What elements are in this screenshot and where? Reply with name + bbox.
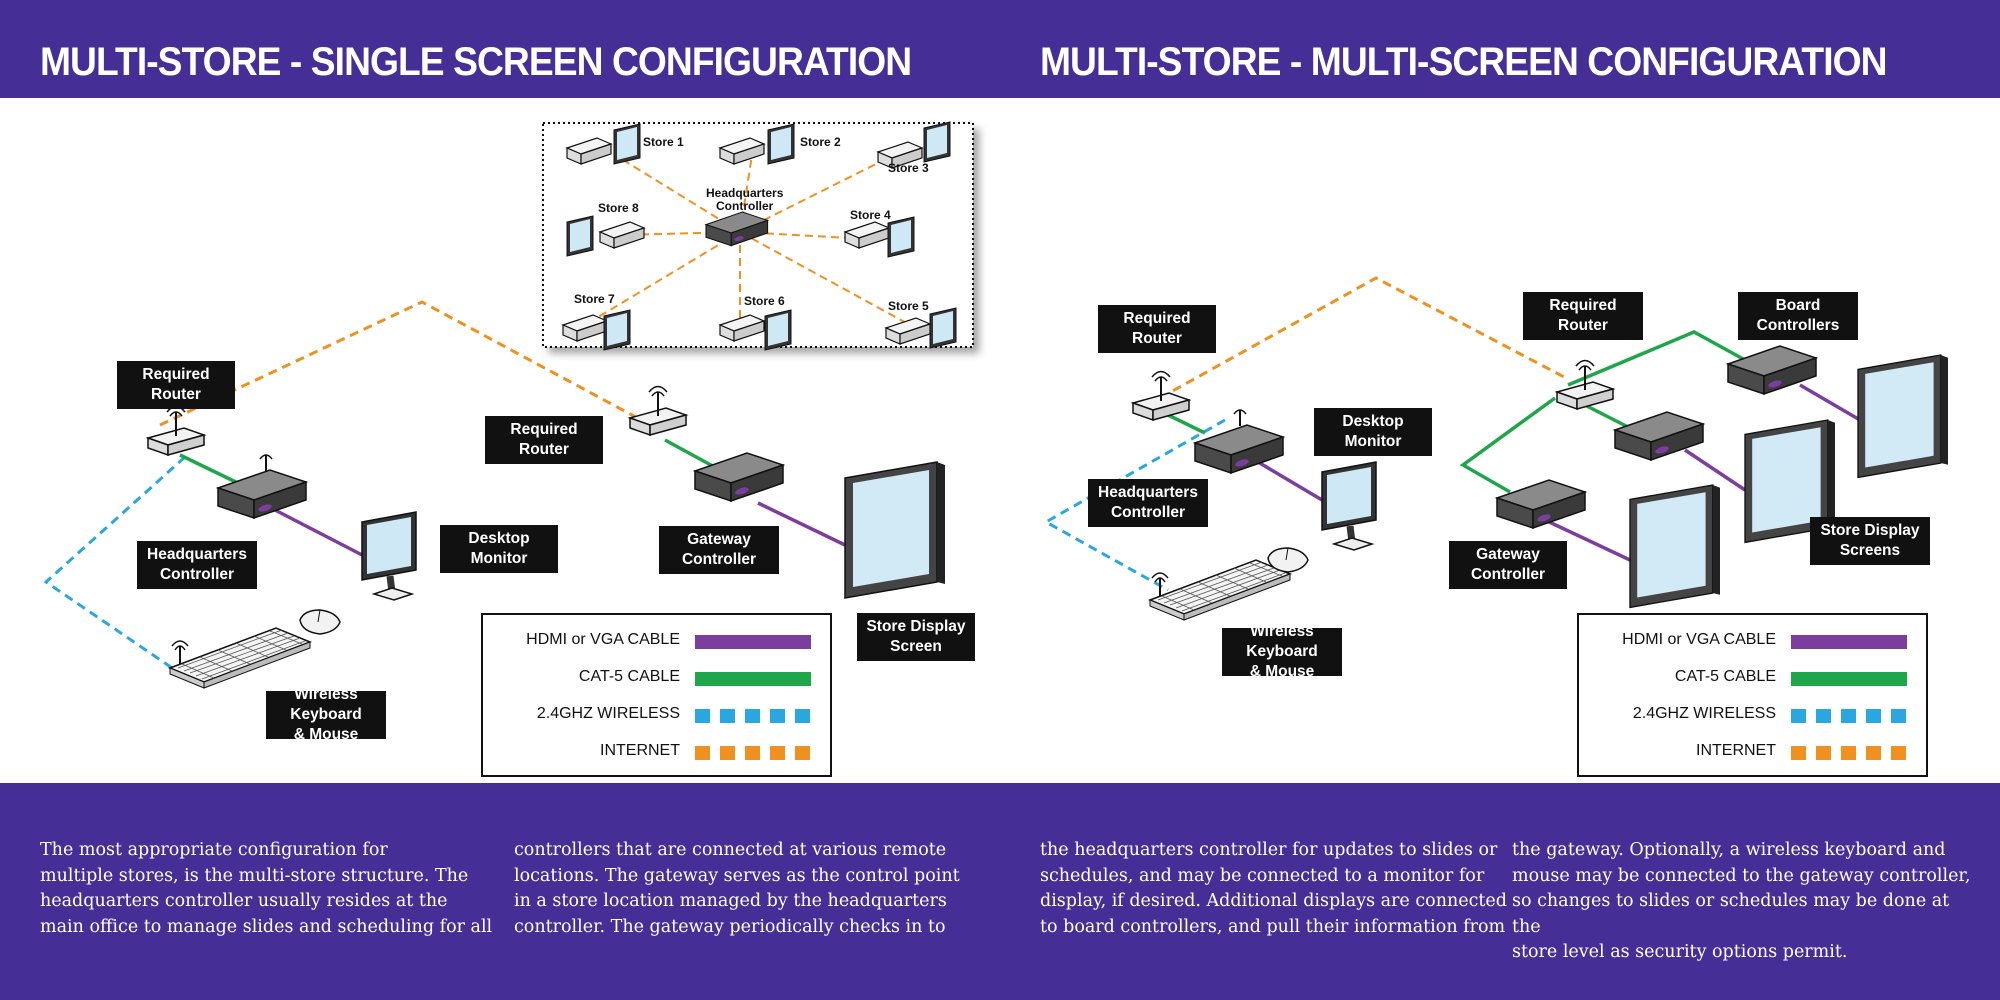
left-panel-title: MULTI-STORE - SINGLE SCREEN CONFIGURATIO… bbox=[40, 40, 912, 84]
store-network-inset bbox=[542, 121, 974, 351]
header-band bbox=[0, 0, 2000, 98]
legend-row: INTERNET bbox=[1579, 737, 1926, 767]
label-board-controllers: Board Controllers bbox=[1738, 292, 1858, 340]
keyboard-device-right bbox=[1149, 559, 1291, 621]
legend-label: CAT-5 CABLE bbox=[578, 668, 680, 685]
internet-line-left bbox=[159, 300, 646, 427]
mouse-device bbox=[299, 609, 341, 635]
legend-label: 2.4GHZ WIRELESS bbox=[536, 705, 680, 722]
inset-store-8-label: Store 8 bbox=[598, 201, 639, 215]
right-connection-lines bbox=[1042, 276, 1861, 592]
hdmi-line-gateway-screen-right bbox=[1544, 518, 1631, 562]
label-keyboard-mouse-right: Wireless Keyboard & Mouse bbox=[1222, 623, 1342, 680]
store-screen-bottom-device bbox=[1629, 484, 1721, 609]
label-router-right: Required Router bbox=[485, 416, 603, 464]
legend-row: CAT-5 CABLE bbox=[1579, 663, 1926, 693]
legend-row: HDMI or VGA CABLE bbox=[1579, 626, 1926, 656]
wireless-swatch bbox=[1791, 709, 1907, 723]
legend-row: CAT-5 CABLE bbox=[483, 663, 830, 693]
cat5-line-board-top bbox=[1567, 330, 1746, 387]
label-router-hq-right: Required Router bbox=[1098, 305, 1216, 353]
inset-store-6-label: Store 6 bbox=[744, 294, 785, 308]
internet-swatch bbox=[1791, 746, 1907, 760]
gateway-controller-device bbox=[694, 452, 784, 502]
paragraph-1: The most appropriate configuration for m… bbox=[40, 840, 493, 937]
hq-router-antenna bbox=[259, 454, 273, 472]
legend-label: INTERNET bbox=[600, 742, 680, 759]
desktop-monitor-device-right bbox=[1322, 462, 1376, 550]
label-router-store-right: Required Router bbox=[1523, 292, 1643, 340]
cat5-line-hq-right bbox=[1167, 413, 1206, 435]
internet-line-right bbox=[1159, 276, 1567, 400]
wireless-line-right bbox=[1042, 418, 1226, 592]
hdmi-line-gateway-screen bbox=[757, 501, 846, 547]
legend-row: INTERNET bbox=[483, 737, 830, 767]
label-hq-controller-right: Headquarters Controller bbox=[1088, 479, 1208, 527]
legend-right: HDMI or VGA CABLE CAT-5 CABLE 2.4GHZ WIR… bbox=[1577, 613, 1928, 777]
network-diagram bbox=[43, 121, 1949, 689]
wireless-line-left bbox=[43, 455, 187, 674]
cat5-swatch bbox=[695, 672, 811, 686]
hq-controller-device-right bbox=[1194, 424, 1284, 474]
inset-store-2-label: Store 2 bbox=[800, 135, 841, 149]
hdmi-line-board-mid bbox=[1684, 448, 1746, 492]
store-display-device bbox=[844, 461, 946, 599]
legend-row: 2.4GHZ WIRELESS bbox=[1579, 700, 1926, 730]
inset-store-7-label: Store 7 bbox=[574, 292, 615, 306]
label-gateway-controller: Gateway Controller bbox=[659, 526, 779, 574]
wireless-swatch bbox=[695, 709, 811, 723]
legend-label: 2.4GHZ WIRELESS bbox=[1632, 705, 1776, 722]
inset-store-5-label: Store 5 bbox=[888, 299, 929, 313]
paragraph-3: the headquarters controller for updates … bbox=[1040, 840, 1507, 937]
paragraph-4: the gateway. Optionally, a wireless keyb… bbox=[1512, 840, 1971, 962]
paragraph-2: controllers that are connected at variou… bbox=[514, 840, 960, 937]
legend-row: HDMI or VGA CABLE bbox=[483, 626, 830, 656]
hdmi-line-board-top bbox=[1799, 383, 1861, 422]
router-right-device bbox=[629, 385, 687, 436]
hdmi-swatch bbox=[695, 635, 811, 649]
mouse-device-right bbox=[1267, 547, 1309, 573]
hdmi-line-hq-monitor bbox=[274, 508, 367, 559]
hdmi-line-hq-monitor-right bbox=[1257, 460, 1323, 502]
cat5-line-gateway-right bbox=[1459, 396, 1557, 494]
hq-antenna-right bbox=[1233, 409, 1247, 426]
hq-controller-device bbox=[217, 469, 307, 519]
label-router-left: Required Router bbox=[117, 361, 235, 409]
label-desktop-monitor: Desktop Monitor bbox=[440, 525, 558, 573]
keyboard-device bbox=[169, 627, 311, 689]
store-screen-top-device bbox=[1857, 354, 1949, 479]
legend-label: HDMI or VGA CABLE bbox=[526, 631, 680, 648]
label-gateway-controller-right: Gateway Controller bbox=[1449, 541, 1567, 589]
cat5-swatch bbox=[1791, 672, 1907, 686]
internet-swatch bbox=[695, 746, 811, 760]
inset-store-4-label: Store 4 bbox=[850, 208, 891, 222]
label-keyboard-mouse: Wireless Keyboard & Mouse bbox=[266, 686, 386, 743]
inset-hq-label: Headquarters Controller bbox=[706, 186, 784, 213]
inset-store-1-label: Store 1 bbox=[643, 135, 684, 149]
label-hq-controller: Headquarters Controller bbox=[137, 541, 257, 589]
legend-label: INTERNET bbox=[1696, 742, 1776, 759]
label-desktop-monitor-right: Desktop Monitor bbox=[1314, 408, 1432, 456]
footer-band bbox=[0, 783, 2000, 1000]
legend-row: 2.4GHZ WIRELESS bbox=[483, 700, 830, 730]
label-store-display: Store Display Screen bbox=[857, 613, 975, 661]
router-left-device bbox=[147, 405, 205, 456]
router-hq-device-right bbox=[1132, 370, 1190, 421]
legend-left: HDMI or VGA CABLE CAT-5 CABLE 2.4GHZ WIR… bbox=[481, 613, 832, 777]
desktop-monitor-device bbox=[362, 512, 416, 600]
left-connection-lines bbox=[43, 300, 846, 674]
inset-store-3-label: Store 3 bbox=[888, 161, 929, 175]
right-panel-title: MULTI-STORE - MULTI-SCREEN CONFIGURATION bbox=[1040, 40, 1888, 84]
hdmi-swatch bbox=[1791, 635, 1907, 649]
legend-label: CAT-5 CABLE bbox=[1674, 668, 1776, 685]
label-store-display-right: Store Display Screens bbox=[1810, 517, 1930, 565]
gateway-controller-device-right bbox=[1496, 479, 1586, 529]
cat5-line-hq bbox=[179, 453, 243, 487]
legend-label: HDMI or VGA CABLE bbox=[1622, 631, 1776, 648]
